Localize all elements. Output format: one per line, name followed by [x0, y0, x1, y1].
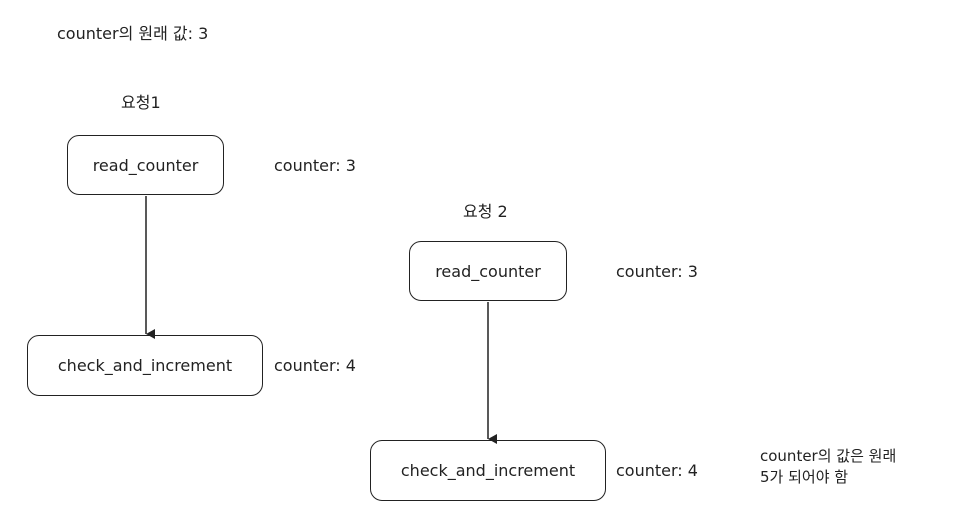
request1-read-counter-node: read_counter: [67, 135, 224, 195]
request1-read-counter-value: counter: 3: [274, 156, 356, 175]
request2-check-and-increment-node: check_and_increment: [370, 440, 606, 501]
request2-read-counter-node: read_counter: [409, 241, 567, 301]
request1-title: 요청1: [121, 93, 161, 112]
expected-value-note: counter의 값은 원래 5가 되어야 함: [760, 446, 896, 488]
expected-value-note-line2: 5가 되어야 함: [760, 468, 849, 486]
original-counter-value-text: counter의 원래 값: 3: [57, 24, 209, 43]
request2-read-counter-value: counter: 3: [616, 262, 698, 281]
request1-check-and-increment-value: counter: 4: [274, 356, 356, 375]
request2-check-and-increment-label: check_and_increment: [400, 461, 576, 480]
request2-title: 요청 2: [463, 202, 508, 221]
request1-read-counter-label: read_counter: [92, 155, 199, 175]
request2-read-counter-label: read_counter: [435, 261, 541, 281]
request1-check-and-increment-node: check_and_increment: [27, 335, 263, 396]
expected-value-note-line1: counter의 값은 원래: [760, 447, 897, 465]
request1-check-and-increment-label: check_and_increment: [57, 356, 233, 375]
request2-check-and-increment-value: counter: 4: [616, 461, 698, 480]
